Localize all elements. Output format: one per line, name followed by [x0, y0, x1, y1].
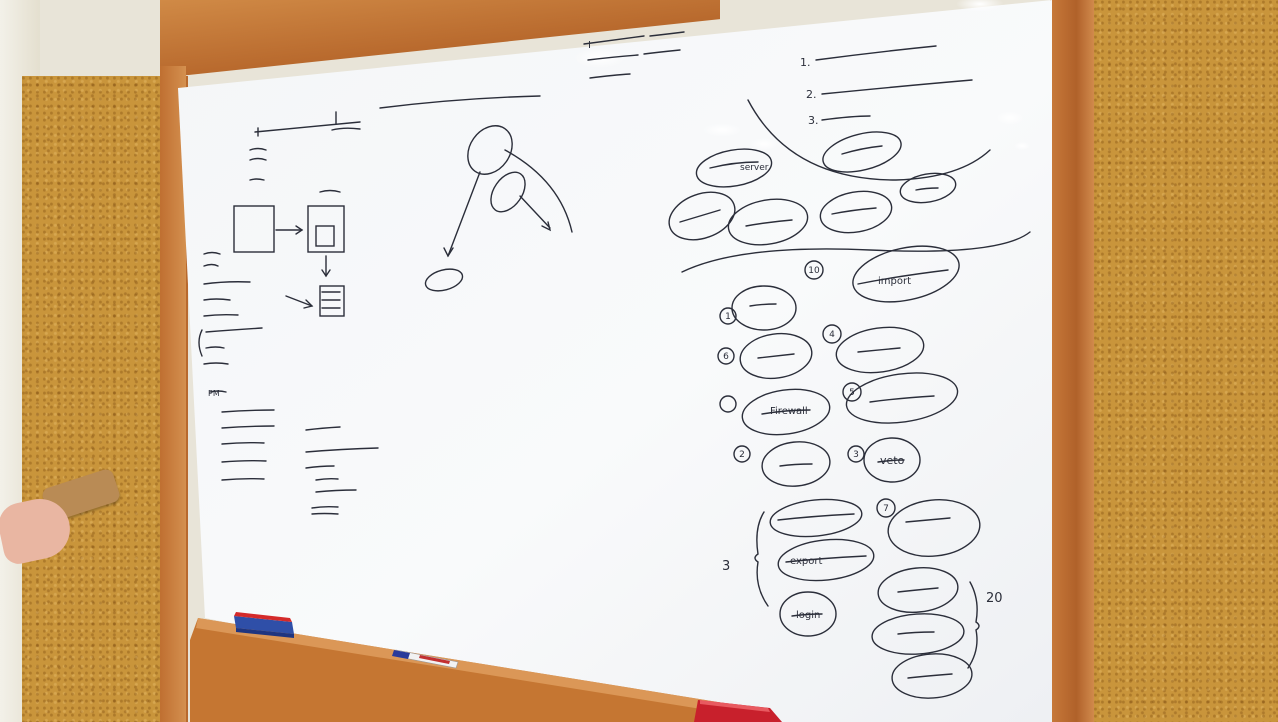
- marker-pen-icon[interactable]: [392, 649, 459, 669]
- bubble-server: [695, 148, 773, 188]
- badge-6: 6: [723, 352, 729, 362]
- eraser-red-icon[interactable]: [694, 700, 782, 722]
- roman-label: I: [588, 40, 591, 51]
- badge-5: 5: [849, 388, 855, 398]
- bubble-login: [779, 591, 837, 637]
- badge-2: 2: [739, 450, 745, 460]
- count-3: 3: [722, 559, 730, 574]
- badge-1: 1: [725, 312, 731, 322]
- badge-7: 7: [883, 504, 889, 514]
- label-login: login: [796, 610, 820, 621]
- label-firewall: Firewall: [770, 406, 808, 417]
- whiteboard-eraser-icon[interactable]: [234, 612, 294, 638]
- badge-10: 10: [808, 266, 820, 276]
- board-frame-left: [160, 66, 186, 722]
- handwritten-sketches: [198, 31, 1031, 699]
- bubble-veto: [863, 437, 921, 483]
- label-import: import: [878, 276, 911, 287]
- label-veto: veto: [880, 454, 905, 467]
- bubble-import: [852, 245, 960, 303]
- bubble-export: [777, 538, 875, 582]
- label-export: export: [790, 556, 822, 567]
- list-item-3: 3.: [808, 114, 819, 127]
- cork-board-left: [22, 76, 188, 722]
- cork-board-right: [1094, 0, 1278, 722]
- board-frame-right: [1050, 0, 1094, 722]
- sketch-box: [233, 205, 275, 253]
- badge-3: 3: [853, 450, 859, 460]
- bubble-firewall: [741, 388, 831, 436]
- count-20: 20: [986, 591, 1003, 606]
- list-item-2: 2.: [806, 88, 817, 101]
- list-item-1: 1.: [800, 56, 811, 69]
- left-list-title: PM: [208, 389, 220, 398]
- label-server: server: [740, 163, 769, 173]
- board-surface: [178, 0, 1052, 722]
- badge-4: 4: [829, 330, 835, 340]
